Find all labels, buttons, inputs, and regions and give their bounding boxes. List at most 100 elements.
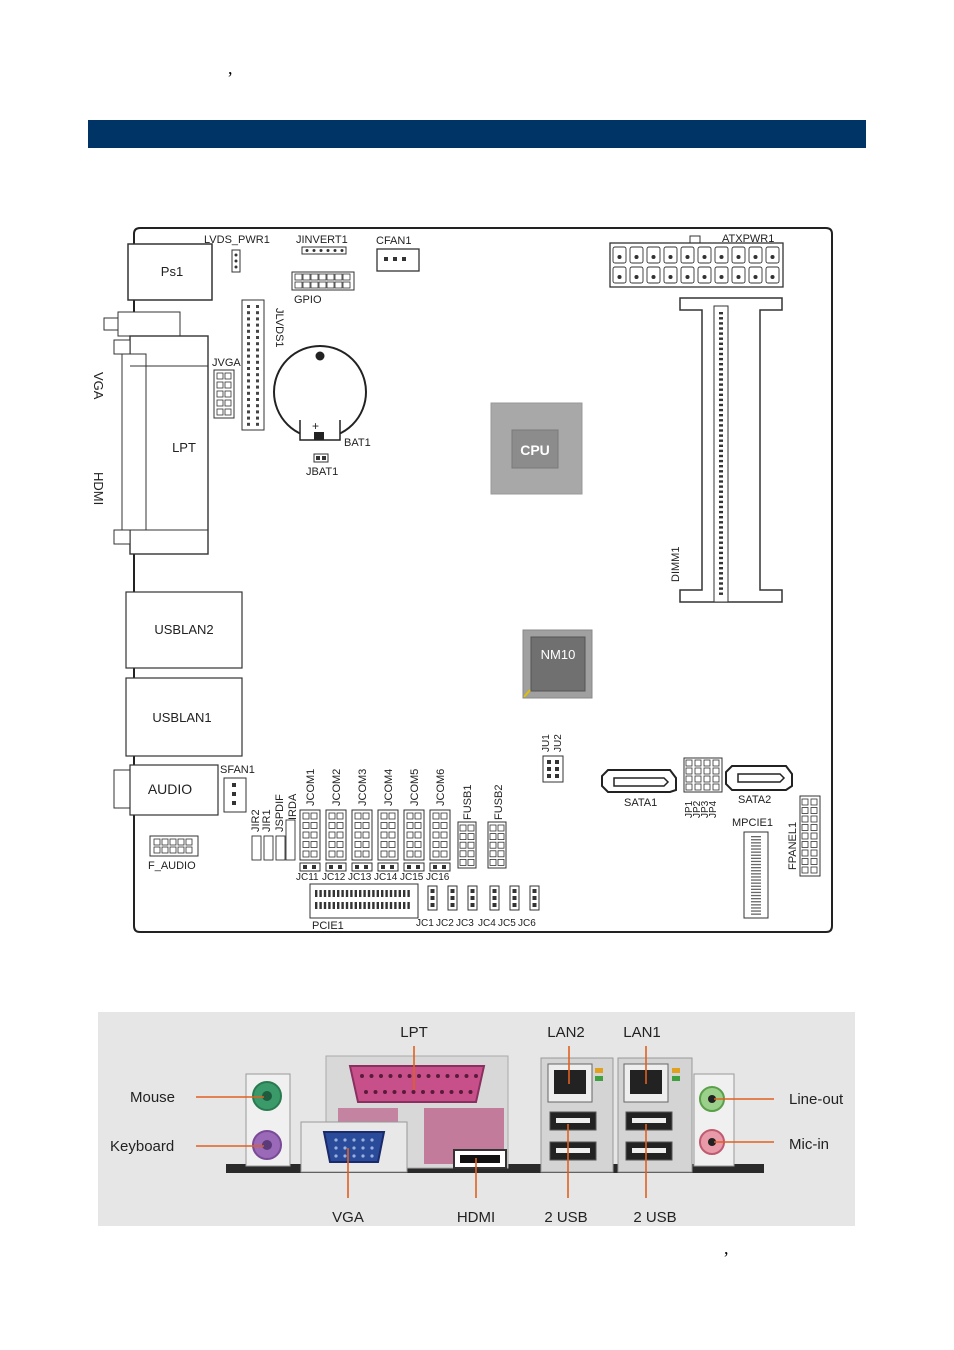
fusb2-header <box>487 821 507 869</box>
io-panel-figure: LPT LAN2 LAN1 Mouse Keyboard Line-out Mi… <box>98 1012 855 1226</box>
vga-bracket <box>117 311 181 337</box>
jc-top-label: JC14 <box>374 872 398 883</box>
atxpwr-label: ATXPWR1 <box>722 233 774 245</box>
jcom-headers: JCOM1JC11JCOM2JC12JCOM3JC13JCOM4JC14JCOM… <box>296 769 451 883</box>
io-usb-a-label: 2 USB <box>544 1209 587 1226</box>
jp-label: JP4 <box>708 800 719 818</box>
board-outline <box>133 227 833 933</box>
io-mouse-label: Mouse <box>130 1089 175 1106</box>
jcom-label: JCOM4 <box>383 769 395 806</box>
cpu-label: CPU <box>520 442 550 458</box>
fpanel-label: FPANEL1 <box>787 822 799 870</box>
fusb1-label: FUSB1 <box>462 785 474 820</box>
jspdif-label: JSPDIF <box>274 794 286 832</box>
jcom-label: JCOM1 <box>305 769 317 806</box>
jc-bottom-label: JC6 <box>518 918 536 929</box>
cfan-connector <box>376 248 420 272</box>
ju1-label: JU1 <box>541 734 552 752</box>
io-vga-label: VGA <box>332 1209 364 1226</box>
io-hdmi-label: HDMI <box>457 1209 495 1226</box>
jc-bottom-label: JC5 <box>498 918 516 929</box>
bat-label: BAT1 <box>344 437 371 449</box>
atxpwr-connector <box>609 242 784 288</box>
jlvds-pins <box>247 305 259 426</box>
fusb2-label: FUSB2 <box>493 785 505 820</box>
jlvds-connector <box>241 299 265 431</box>
jc-bottom-label: JC4 <box>478 918 496 929</box>
sfan-label: SFAN1 <box>220 764 255 776</box>
jspdif-header <box>275 835 286 861</box>
jvga-pins <box>216 372 232 416</box>
jir1-label: JIR1 <box>261 809 273 832</box>
io-line-out-label: Line-out <box>789 1091 844 1108</box>
ps1-label: Ps1 <box>161 264 183 279</box>
f-audio-label: F_AUDIO <box>148 860 196 872</box>
jinvert-label: JINVERT1 <box>296 234 348 246</box>
jp-label: JP1 <box>684 800 695 818</box>
jcom-label: JCOM5 <box>409 769 421 806</box>
audio-jack-block <box>113 769 131 809</box>
jp-label: JP3 <box>700 800 711 818</box>
ju-header <box>542 755 564 783</box>
jc-top-label: JC12 <box>322 872 346 883</box>
ju2-label: JU2 <box>553 734 564 752</box>
jir2-header <box>251 835 262 861</box>
io-keyboard-label: Keyboard <box>110 1138 174 1155</box>
io-lan1-label: LAN1 <box>623 1024 661 1041</box>
usblan2-label: USBLAN2 <box>154 622 213 637</box>
io-lpt-label: LPT <box>400 1024 428 1041</box>
jcom-label: JCOM2 <box>331 769 343 806</box>
sata1-label: SATA1 <box>624 797 657 809</box>
ps1-connector <box>127 243 213 301</box>
dimm1-pins <box>719 312 723 595</box>
gpio-label: GPIO <box>294 294 322 306</box>
jbat-label: JBAT1 <box>306 466 338 478</box>
jc-top-label: JC16 <box>426 872 450 883</box>
jbat-header <box>313 453 329 463</box>
jvga-label: JVGA <box>212 357 241 369</box>
nm10-label: NM10 <box>541 647 576 662</box>
mpcie-label: MPCIE1 <box>732 817 773 829</box>
audio-port <box>129 764 219 816</box>
vga-board-label: VGA <box>91 372 106 400</box>
nm10-die <box>530 636 586 692</box>
io-lan2-label: LAN2 <box>547 1024 585 1041</box>
jc-top-label: JC15 <box>400 872 424 883</box>
dimm1-slot <box>679 297 783 603</box>
pcie-slot <box>309 883 419 919</box>
pcie-label: PCIE1 <box>312 920 344 932</box>
jp-label: JP2 <box>692 800 703 818</box>
lpt-port <box>348 1065 486 1103</box>
sata2-label: SATA2 <box>738 794 771 806</box>
jir1-header <box>263 835 274 861</box>
jc-bottom-label: JC3 <box>456 918 474 929</box>
jp-headers <box>683 757 723 793</box>
io-mic-in-label: Mic-in <box>789 1136 829 1153</box>
dimm-label: DIMM1 <box>670 547 682 582</box>
top-comma: , <box>228 58 233 78</box>
jc-top-header <box>377 862 399 872</box>
jc-bottom-label: JC1 <box>416 918 434 929</box>
sata1-connector <box>601 769 677 793</box>
irda-header <box>285 819 296 861</box>
audio-label: AUDIO <box>148 781 192 797</box>
section-header-bar <box>88 120 866 148</box>
jc-bottom-label: JC2 <box>436 918 454 929</box>
jc-top-header <box>299 862 321 872</box>
jcom-label: JCOM6 <box>435 769 447 806</box>
irda-label: IRDA <box>287 793 299 820</box>
hdmi-board-label: HDMI <box>91 472 106 505</box>
cpu-die <box>511 429 559 469</box>
jlvds-label: JLVDS1 <box>273 308 285 348</box>
sata2-connector <box>725 765 793 791</box>
svg-text:+: + <box>312 419 319 433</box>
gpio-header <box>291 271 355 291</box>
jcom-label: JCOM3 <box>357 769 369 806</box>
lvds-pwr-label: LVDS_PWR1 <box>204 234 270 246</box>
jc-top-header <box>429 862 451 872</box>
jc-top-header <box>351 862 373 872</box>
jc-top-label: JC11 <box>296 872 319 883</box>
jinvert-header <box>301 246 347 255</box>
usblan1-port <box>125 677 243 757</box>
cfan-label: CFAN1 <box>376 235 411 247</box>
